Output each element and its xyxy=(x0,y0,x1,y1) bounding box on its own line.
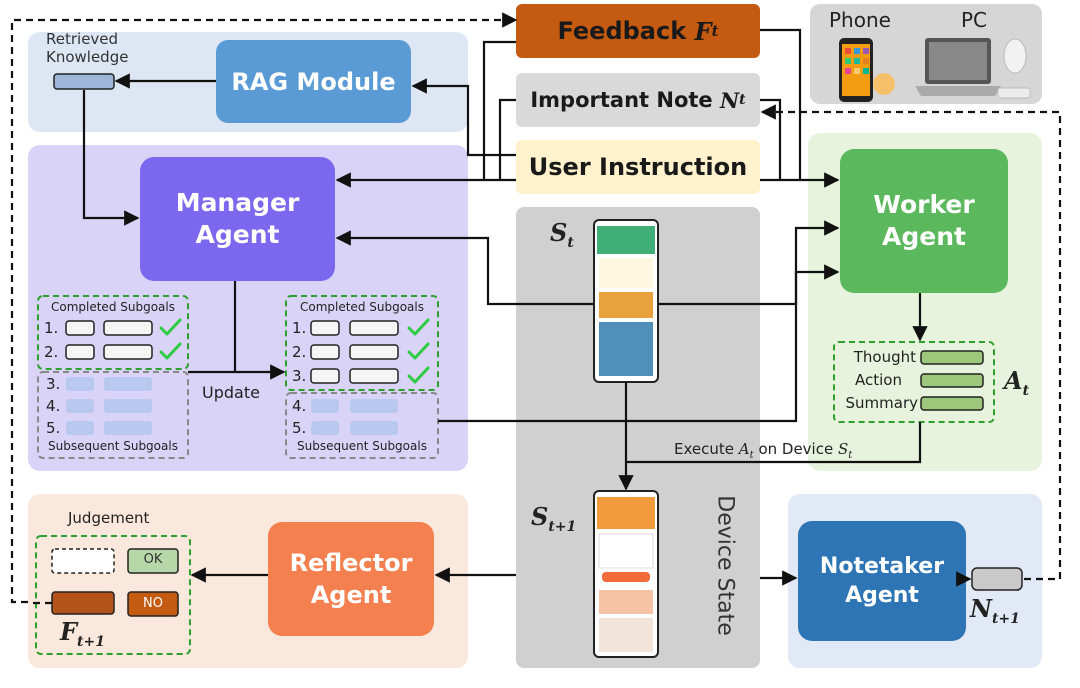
mouse-icon xyxy=(1003,38,1027,74)
notetaker-agent-label: Notetaker Agent xyxy=(798,521,966,641)
summary-label: Summary xyxy=(845,394,919,412)
right-completed-num-2: 2. xyxy=(292,343,307,361)
action-var-label: At xyxy=(1004,366,1030,399)
feedback-box xyxy=(516,4,760,58)
right-subsequent-num-4: 4. xyxy=(292,397,307,415)
right-completed-title: Completed Subgoals xyxy=(299,300,424,314)
retrieved-line-1: Retrieved xyxy=(46,30,119,48)
worker-line-2: Agent xyxy=(882,222,966,251)
state-t1-label: St+1 xyxy=(531,502,577,535)
manager-agent-label: Manager Agent xyxy=(140,157,335,281)
notetaker-line-2: Agent xyxy=(845,583,919,608)
check-icons xyxy=(159,318,430,384)
worker-agent-box xyxy=(840,149,1008,293)
left-subsequent-num-3: 3. xyxy=(46,375,61,393)
action-box xyxy=(833,341,995,423)
manager-line-2: Agent xyxy=(195,220,280,249)
left-completed-title: Completed Subgoals xyxy=(50,300,175,314)
left-subsequent-title: Subsequent Subgoals xyxy=(48,439,178,453)
judgement-box xyxy=(35,535,191,655)
important-note-box xyxy=(516,73,760,127)
left-subgoal-boxes xyxy=(37,295,189,459)
action-label: Action xyxy=(855,371,902,389)
reflector-agent-box xyxy=(268,522,434,636)
screenshot-st xyxy=(593,219,659,383)
right-subsequent-num-5: 5. xyxy=(292,419,307,437)
feedback-next-label: Ft+1 xyxy=(60,617,105,650)
keyboard-icon xyxy=(997,87,1031,99)
phone-icon xyxy=(839,38,895,102)
screenshot-st1 xyxy=(593,490,659,658)
left-completed-num-2: 2. xyxy=(44,343,59,361)
next-note-label: Nt+1 xyxy=(970,594,1020,627)
device-state-label: Device State xyxy=(712,495,738,636)
execute-label: Execute At on Device St xyxy=(674,440,853,461)
right-completed-num-3: 3. xyxy=(292,367,307,385)
user-instruction-label: User Instruction xyxy=(528,153,748,181)
rag-module-label: RAG Module xyxy=(231,67,396,96)
worker-line-1: Worker xyxy=(873,190,975,219)
next-note-bar xyxy=(971,567,1023,591)
user-instruction-box xyxy=(516,140,760,194)
worker-agent-label: Worker Agent xyxy=(840,149,1008,293)
reflector-line-2: Agent xyxy=(310,581,392,609)
notetaker-agent-box xyxy=(798,521,966,641)
manager-line-1: Manager xyxy=(175,188,300,217)
left-subsequent-num-4: 4. xyxy=(46,397,61,415)
phone-label: Phone xyxy=(829,8,891,32)
update-label: Update xyxy=(202,383,260,402)
laptop-icon xyxy=(915,38,1001,96)
manager-agent-box xyxy=(140,157,335,281)
rag-module-box xyxy=(216,40,411,123)
state-t-label: St xyxy=(550,218,574,251)
left-completed-num-1: 1. xyxy=(44,319,59,337)
device-state-region xyxy=(516,207,760,668)
right-completed-num-1: 1. xyxy=(292,319,307,337)
reflector-line-1: Reflector xyxy=(289,549,413,577)
pc-label: PC xyxy=(961,8,988,32)
retrieved-knowledge-label: Retrieved Knowledge xyxy=(46,30,128,66)
left-subsequent-num-5: 5. xyxy=(46,419,61,437)
judgement-title: Judgement xyxy=(68,509,150,527)
right-subsequent-title: Subsequent Subgoals xyxy=(297,439,427,453)
notetaker-line-1: Notetaker xyxy=(819,554,945,579)
reflector-agent-label: Reflector Agent xyxy=(268,522,434,636)
retrieved-line-2: Knowledge xyxy=(46,48,129,66)
arrows xyxy=(10,12,1062,605)
ok-label: OK xyxy=(143,552,163,567)
retrieved-knowledge-bar xyxy=(53,73,115,90)
no-label: NO xyxy=(143,596,163,611)
right-subgoal-boxes xyxy=(285,295,439,459)
thought-label: Thought xyxy=(853,348,916,366)
